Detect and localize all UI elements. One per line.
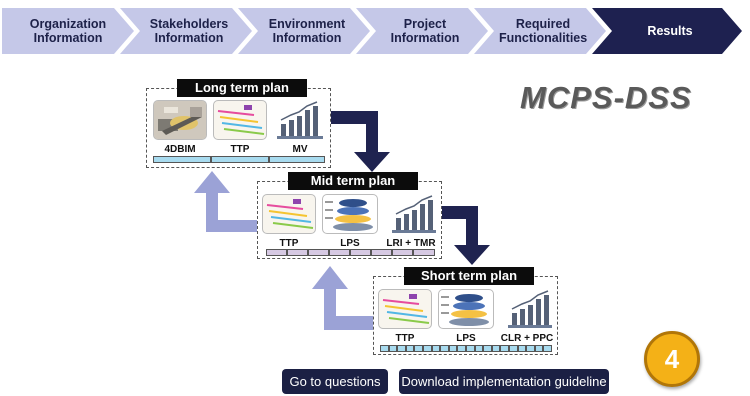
timeline-cell: [308, 249, 329, 256]
timeline-cell: [500, 345, 509, 352]
short-term-plan-box: Short term plan: [373, 267, 558, 355]
step-required-functionalities[interactable]: Required Functionalities: [474, 8, 606, 54]
step-project-information[interactable]: Project Information: [356, 8, 488, 54]
timeline-cell: [509, 345, 518, 352]
timeline-cell: [329, 249, 350, 256]
arrow-mid-to-long-icon: [194, 171, 258, 232]
timeline-cell: [414, 345, 423, 352]
timeline-cell: [431, 345, 441, 352]
timeline-cell: [440, 345, 449, 352]
clr-ppc-label: CLR + PPC: [500, 333, 554, 344]
arrow-mid-to-short-icon: [442, 206, 490, 265]
step-environment-information[interactable]: Environment Information: [238, 8, 370, 54]
ttp-chart-image: [213, 100, 267, 140]
timeline-cell: [405, 345, 415, 352]
lps-label: LPS: [340, 238, 360, 249]
timeline-cell: [269, 156, 325, 163]
timeline-cell: [466, 345, 475, 352]
timeline-cell: [543, 345, 552, 352]
step-label: Project Information: [390, 17, 460, 45]
timeline-cell: [534, 345, 544, 352]
mv-chart-image: [275, 100, 325, 140]
timeline-cell: [491, 345, 501, 352]
timeline-cell: [474, 345, 484, 352]
mv-label: MV: [292, 144, 308, 155]
timeline-cell: [266, 249, 287, 256]
lps-label: LPS: [456, 333, 476, 344]
lps-diagram-image: [438, 289, 494, 329]
timeline-cell: [526, 345, 535, 352]
timeline-cell: [371, 249, 392, 256]
timeline-cell: [423, 345, 432, 352]
long-term-plan-title: Long term plan: [177, 79, 307, 97]
clr-ppc-chart-image: [506, 289, 554, 329]
step-label: Results: [647, 24, 693, 38]
step-organization-information[interactable]: Organization Information: [2, 8, 134, 54]
step-label: Environment Information: [268, 17, 346, 45]
ttp-chart-image: [378, 289, 432, 329]
timeline-cell: [392, 249, 413, 256]
4dbim-label: 4DBIM: [164, 144, 196, 155]
step-label: Organization Information: [29, 17, 107, 45]
timeline-cell: [287, 249, 308, 256]
lps-diagram-image: [322, 194, 378, 234]
timeline-cell: [350, 249, 371, 256]
timeline-cell: [448, 345, 458, 352]
step-label: Required Functionalities: [499, 17, 588, 45]
long-term-plan-box: Long term plan: [146, 79, 331, 168]
ttp-label: TTP: [395, 333, 415, 344]
timeline-cell: [211, 156, 269, 163]
ttp-label: TTP: [230, 144, 250, 155]
timeline-cell: [457, 345, 466, 352]
timeline-cell: [380, 345, 389, 352]
lri-tmr-label: LRI + TMR: [386, 238, 436, 249]
go-to-questions-button[interactable]: Go to questions: [282, 369, 388, 394]
timeline-cell: [388, 345, 398, 352]
ttp-label: TTP: [279, 238, 299, 249]
4dbim-image: [153, 100, 207, 140]
timeline-cell: [413, 249, 435, 256]
lri-tmr-chart-image: [390, 194, 438, 234]
step-results[interactable]: Results: [592, 8, 742, 54]
app-title: MCPS-DSS: [520, 80, 692, 115]
arrow-short-to-mid-icon: [312, 266, 374, 330]
step-number-badge: 4: [644, 331, 700, 387]
ttp-chart-image: [262, 194, 316, 234]
step-stakeholders-information[interactable]: Stakeholders Information: [120, 8, 252, 54]
timeline-cell: [153, 156, 211, 163]
mid-term-plan-box: Mid term plan T: [257, 172, 442, 259]
progress-steps: Organization Information Stakeholders In…: [0, 8, 750, 54]
short-term-plan-title: Short term plan: [404, 267, 534, 285]
timeline-cell: [483, 345, 492, 352]
mid-term-plan-title: Mid term plan: [288, 172, 418, 190]
timeline-cell: [397, 345, 406, 352]
timeline-cell: [517, 345, 527, 352]
step-label: Stakeholders Information: [149, 17, 229, 45]
arrow-long-to-mid-icon: [330, 111, 390, 172]
download-guideline-button[interactable]: Download implementation guideline: [399, 369, 609, 394]
